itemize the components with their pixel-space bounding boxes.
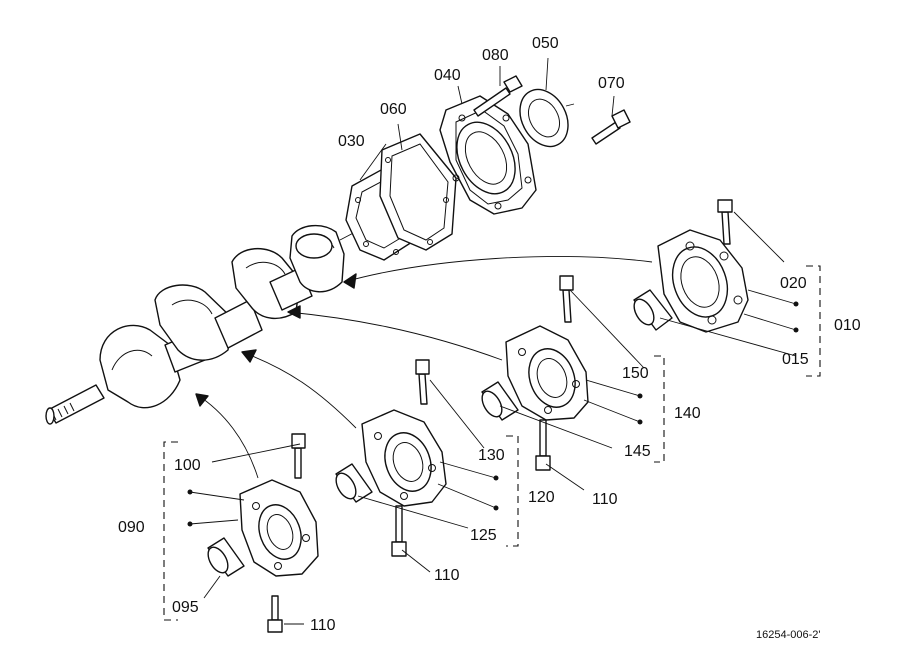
bolt-100 [291, 433, 306, 479]
callout-050: 050 [532, 35, 559, 52]
bolt-070 [591, 109, 631, 145]
callout-150: 150 [622, 365, 649, 382]
bearing-case-120 [335, 409, 447, 507]
bearing-case-140 [481, 325, 589, 421]
bolt-130 [415, 359, 430, 405]
callout-030: 030 [338, 133, 365, 150]
crankshaft [45, 171, 471, 425]
bolt-110-a [391, 505, 407, 557]
callout-130: 130 [478, 447, 505, 464]
callout-015: 015 [782, 351, 809, 368]
callout-110-b: 110 [592, 491, 618, 508]
callout-110-c: 110 [310, 617, 336, 634]
oil-seal-050 [519, 88, 575, 148]
bearing-case-010 [633, 229, 749, 333]
callout-080: 080 [482, 47, 509, 64]
callout-125: 125 [470, 527, 497, 544]
callout-120: 120 [528, 489, 555, 506]
bolt-110-c [267, 595, 283, 633]
callout-labels: 030 060 040 080 050 070 020 010 015 150 … [118, 35, 861, 634]
bolt-080 [473, 75, 523, 117]
bolt-020 [717, 199, 733, 245]
callout-020: 020 [780, 275, 807, 292]
leader-lines [187, 57, 799, 625]
assembly-arrows [195, 256, 653, 479]
gasket-060 [379, 133, 457, 251]
callout-140: 140 [674, 405, 701, 422]
bearing-case-090 [207, 479, 319, 577]
bolt-110-b [535, 419, 551, 471]
callout-090: 090 [118, 519, 145, 536]
callout-010: 010 [834, 317, 861, 334]
group-brackets [163, 265, 821, 621]
bolt-150 [559, 275, 574, 323]
callout-100: 100 [174, 457, 201, 474]
callout-040: 040 [434, 67, 461, 84]
callout-070: 070 [598, 75, 625, 92]
seal-housing-040 [439, 95, 537, 215]
callout-110-a: 110 [434, 567, 460, 584]
callout-060: 060 [380, 101, 407, 118]
callout-095: 095 [172, 599, 199, 616]
figure-id: 16254-006-2' [756, 629, 821, 641]
callout-145: 145 [624, 443, 651, 460]
